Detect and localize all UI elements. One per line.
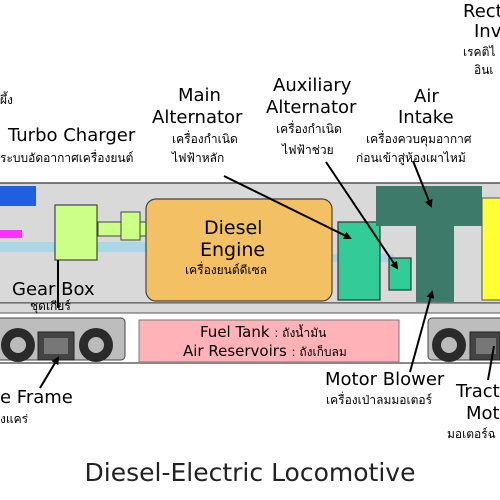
turbo-small-part xyxy=(120,211,141,241)
air-reservoirs-label-en: Air Reservoirs xyxy=(183,342,287,360)
air-intake-label-th2: ก่อนเข้าสู่ห้องเผาไหม้ xyxy=(356,151,466,165)
fuel-tank-label: Fuel Tank : ถังน้ำมัน xyxy=(200,323,327,341)
rectifier-label-en2: Inv xyxy=(474,21,500,42)
rectifier-inverter xyxy=(481,197,500,301)
aux-alternator-label-th: เครื่องกำเนิด xyxy=(276,122,342,136)
air-intake-arrow xyxy=(412,160,433,208)
motor-blower-arrow xyxy=(409,290,435,373)
aux-alternator-label-en2: Alternator xyxy=(266,97,357,118)
rectifier-label-th: เรคติไ xyxy=(463,45,496,59)
aux-alternator-label-en: Auxiliary xyxy=(273,75,352,96)
motor-blower-label-th: เครื่องเป่าลมมอเตอร์ xyxy=(326,393,433,407)
air-intake-label-en: Air xyxy=(414,86,439,107)
traction-arrow xyxy=(487,345,495,381)
frame-label-en: e Frame xyxy=(0,387,73,408)
traction-label-en: Tract xyxy=(456,381,500,402)
right-bogie xyxy=(427,317,500,362)
engine-label-en: Diesel xyxy=(204,217,263,239)
air-reservoirs-label-th: : ถังเก็บลม xyxy=(291,345,347,359)
motor-blower-label-en: Motor Blower xyxy=(325,369,445,390)
traction-label-en2: Mot xyxy=(466,403,500,424)
rectifier-label-th2: อินเ xyxy=(474,63,494,77)
main-alternator-arrow xyxy=(223,175,352,239)
main-alternator-label-th: เครื่องกำเนิด xyxy=(172,132,238,146)
traction-label-th: มอเตอร์ฉ xyxy=(447,427,496,441)
gearbox-label-th: ชุดเกียร์ xyxy=(30,299,71,313)
cooling-fan-part xyxy=(0,230,22,238)
auxiliary-alternator xyxy=(388,257,412,291)
air-intake-label-th: เครื่องควบคุมอากาศ xyxy=(366,132,472,146)
turbo-label-th: ระบบอัดอากาศเครื่องยนต์ xyxy=(0,151,134,165)
underframe xyxy=(0,302,500,314)
fuel-tank xyxy=(138,319,400,363)
rectifier-label-en: Rect xyxy=(463,1,500,22)
air-intake-label-en2: Intake xyxy=(398,107,454,128)
motor-blower xyxy=(416,226,454,302)
engine-label-en2: Engine xyxy=(200,239,266,261)
left-cut-label-th: ผึ้ง xyxy=(0,93,13,107)
radiator-block xyxy=(0,186,36,206)
turbo-label-en: Turbo Charger xyxy=(8,125,136,146)
gearbox-label-en: Gear Box xyxy=(12,279,95,300)
aux-alternator-label-th2: ไฟฟ้าช่วย xyxy=(282,143,334,157)
air-reservoirs-label: Air Reservoirs : ถังเก็บลม xyxy=(183,342,347,360)
air-intake xyxy=(376,186,482,226)
engine-label-th: เครื่องยนต์ดีเซล xyxy=(185,263,268,277)
fuel-tank-label-en: Fuel Tank xyxy=(200,323,270,341)
fuel-tank-label-th: : ถังน้ำมัน xyxy=(274,326,327,340)
left-bogie xyxy=(0,317,126,362)
frame-label-th: งแคร่ xyxy=(0,412,29,426)
main-alternator-label-en: Main xyxy=(178,85,221,106)
frame-arrow xyxy=(39,356,60,389)
main-alternator-label-th2: ไฟฟ้าหลัก xyxy=(172,151,225,165)
turbo-charger xyxy=(54,204,98,261)
main-alternator-label-en2: Alternator xyxy=(152,107,243,128)
diesel-engine xyxy=(145,198,333,302)
diagram-title: Diesel-Electric Locomotive xyxy=(84,458,416,487)
aux-alternator-arrow xyxy=(325,161,399,270)
